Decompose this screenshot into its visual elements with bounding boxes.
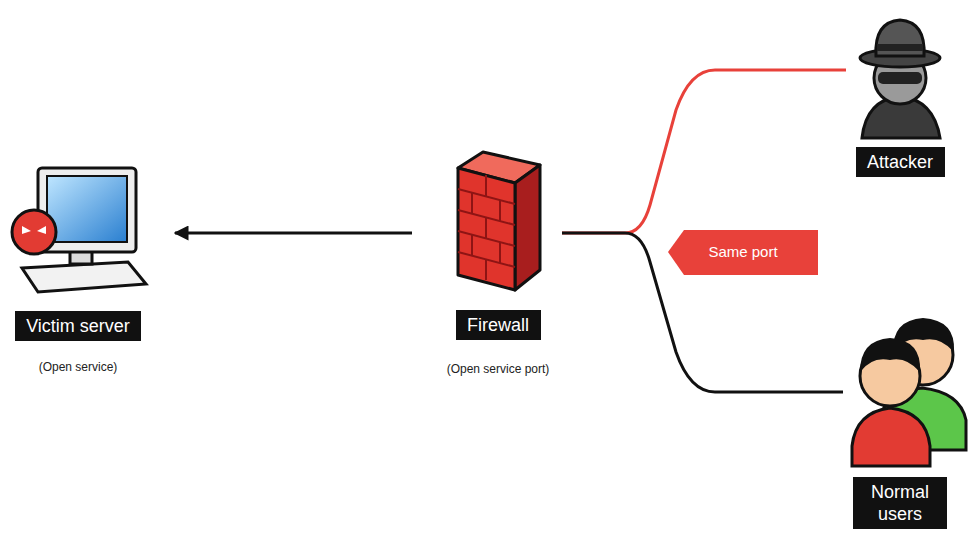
note-text: (Open service) (39, 360, 118, 375)
firewall-icon (458, 152, 540, 290)
users-icon (852, 318, 966, 466)
firewall-node: Firewall (Open service port) (412, 155, 562, 380)
server-node: Victim server (Open service) (5, 160, 175, 378)
users-node: Normal users (843, 310, 973, 532)
connector-line (562, 233, 843, 392)
label-box: Normal users (853, 477, 947, 529)
attacker-icon (860, 20, 940, 138)
label-box: Firewall (456, 310, 541, 340)
computer-icon (12, 168, 146, 292)
connector-line (175, 232, 412, 235)
attacker-node: Attacker (846, 5, 958, 185)
note-text: (Open service port) (447, 362, 550, 377)
connector-line (562, 70, 846, 233)
callout-flag (668, 230, 818, 275)
label-box: Victim server (15, 311, 141, 341)
label-box: Attacker (856, 147, 945, 177)
callout-text: Same port (708, 243, 777, 261)
